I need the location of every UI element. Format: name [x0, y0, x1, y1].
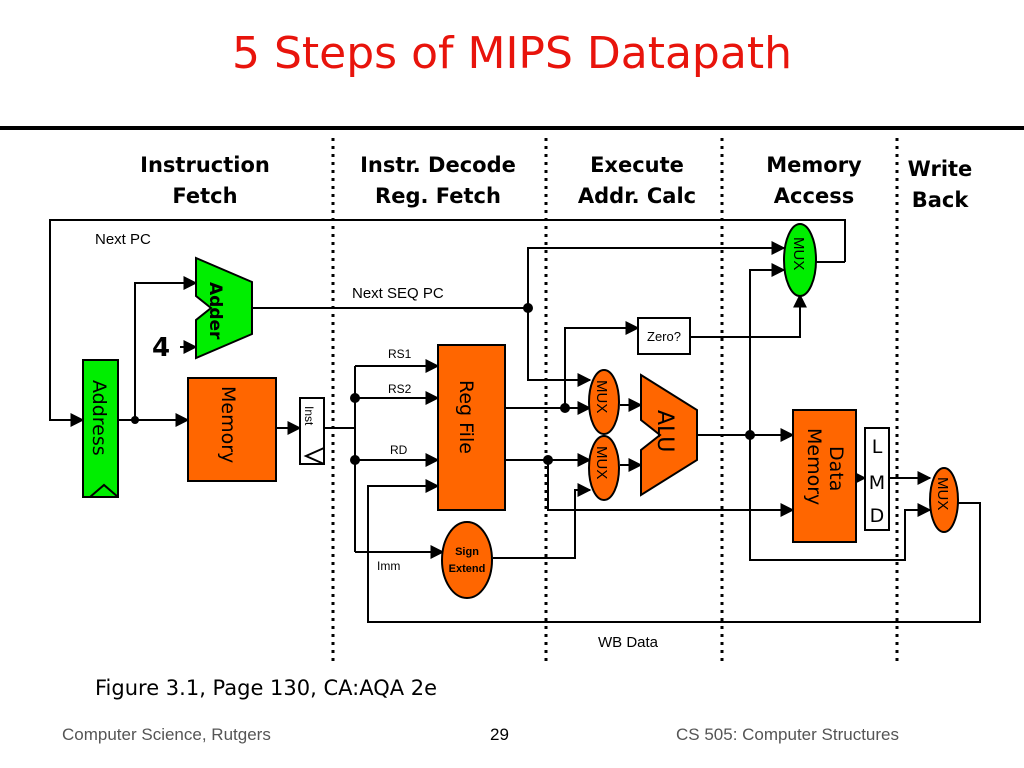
- pc-register: [82, 359, 119, 498]
- junction-alu-out: [745, 430, 755, 440]
- rd-label: RD: [390, 443, 408, 457]
- alu: [640, 373, 698, 497]
- lmd-register: [864, 427, 890, 531]
- rs2-label: RS2: [388, 382, 412, 396]
- const-four: 4: [152, 333, 170, 363]
- instruction-memory-label: Memory: [217, 386, 239, 463]
- stage-id-line2: Reg. Fetch: [375, 184, 501, 208]
- junction-rf-b: [543, 455, 553, 465]
- stage-ex-line2: Addr. Calc: [578, 184, 696, 208]
- lmd-letter-l: L: [872, 436, 883, 458]
- wire-alu-wbmux: [749, 435, 932, 561]
- wire-next-pc: [49, 219, 846, 427]
- stage-if-line1: Instruction: [140, 153, 270, 177]
- pc-label: Address: [88, 380, 110, 456]
- slide-title: 5 Steps of MIPS Datapath: [232, 28, 792, 79]
- data-memory-label-2: Memory: [803, 428, 825, 505]
- pc-mux: [783, 223, 817, 297]
- instruction-memory: [187, 377, 277, 482]
- wire-alu-pcmux: [749, 263, 786, 435]
- next-seq-pc-label: Next SEQ PC: [352, 285, 444, 302]
- wire-wb-data: [367, 479, 981, 623]
- junctions: [131, 303, 755, 465]
- junction-rf-a: [560, 403, 570, 413]
- wb-mux-label: MUX: [934, 477, 951, 510]
- data-memory: [792, 409, 857, 543]
- ir-clock-icon: [303, 447, 325, 465]
- wires: [49, 219, 981, 623]
- wire-imm-mux: [493, 483, 592, 559]
- lmd-letter-d: D: [870, 505, 885, 527]
- footer-course: CS 505: Computer Structures: [676, 725, 899, 744]
- title-divider: [0, 126, 1024, 130]
- wire-seq-to-alumux: [527, 308, 592, 387]
- alu-mux-b: [588, 435, 620, 501]
- data-memory-label-1: Data: [825, 446, 847, 491]
- zero-label: Zero?: [647, 329, 681, 344]
- figure-caption: Figure 3.1, Page 130, CA:AQA 2e: [95, 676, 438, 700]
- junction-seq-pc: [523, 303, 533, 313]
- wire-a-zero: [564, 321, 640, 408]
- wb-mux: [929, 467, 959, 533]
- alu-mux-b-label: MUX: [593, 446, 610, 479]
- wb-data-label: WB Data: [598, 634, 659, 651]
- imm-label: Imm: [377, 559, 400, 573]
- sign-extend-label-1: Sign: [455, 546, 479, 558]
- wire-seq-to-pcmux: [527, 241, 786, 308]
- register-file-label: Reg File: [455, 380, 477, 454]
- lmd-letter-m: M: [869, 472, 885, 494]
- footer-page-number: 29: [490, 725, 509, 744]
- stage-id-line1: Instr. Decode: [360, 153, 516, 177]
- wire-zero-pcmux: [690, 293, 807, 338]
- junction-rs2: [350, 393, 360, 403]
- stage-mem-line1: Memory: [766, 153, 862, 177]
- junction-pc: [131, 416, 139, 424]
- junction-rd: [350, 455, 360, 465]
- pc-mux-label: MUX: [790, 237, 807, 270]
- sign-extend: [441, 521, 493, 599]
- rs1-label: RS1: [388, 347, 412, 361]
- stage-wb-line1: Write: [908, 157, 973, 181]
- adder: [195, 256, 253, 360]
- sign-extend-label-2: Extend: [449, 563, 486, 575]
- ir-label: Inst: [302, 406, 316, 426]
- next-pc-label: Next PC: [95, 231, 151, 248]
- stage-ex-line1: Execute: [590, 153, 684, 177]
- alu-label: ALU: [652, 410, 677, 452]
- wire-b-dmem: [547, 460, 795, 517]
- alu-mux-a-label: MUX: [593, 380, 610, 413]
- stage-if-line2: Fetch: [172, 184, 237, 208]
- footer-institution: Computer Science, Rutgers: [62, 725, 271, 744]
- pc-clock-icon: [89, 483, 119, 498]
- stage-mem-line2: Access: [774, 184, 854, 208]
- wire-pc-adder: [118, 276, 198, 421]
- register-file: [437, 344, 506, 511]
- zero-detect: [637, 317, 691, 355]
- stage-wb-line2: Back: [912, 188, 970, 212]
- alu-mux-a: [588, 369, 620, 435]
- adder-label: Adder: [205, 282, 225, 340]
